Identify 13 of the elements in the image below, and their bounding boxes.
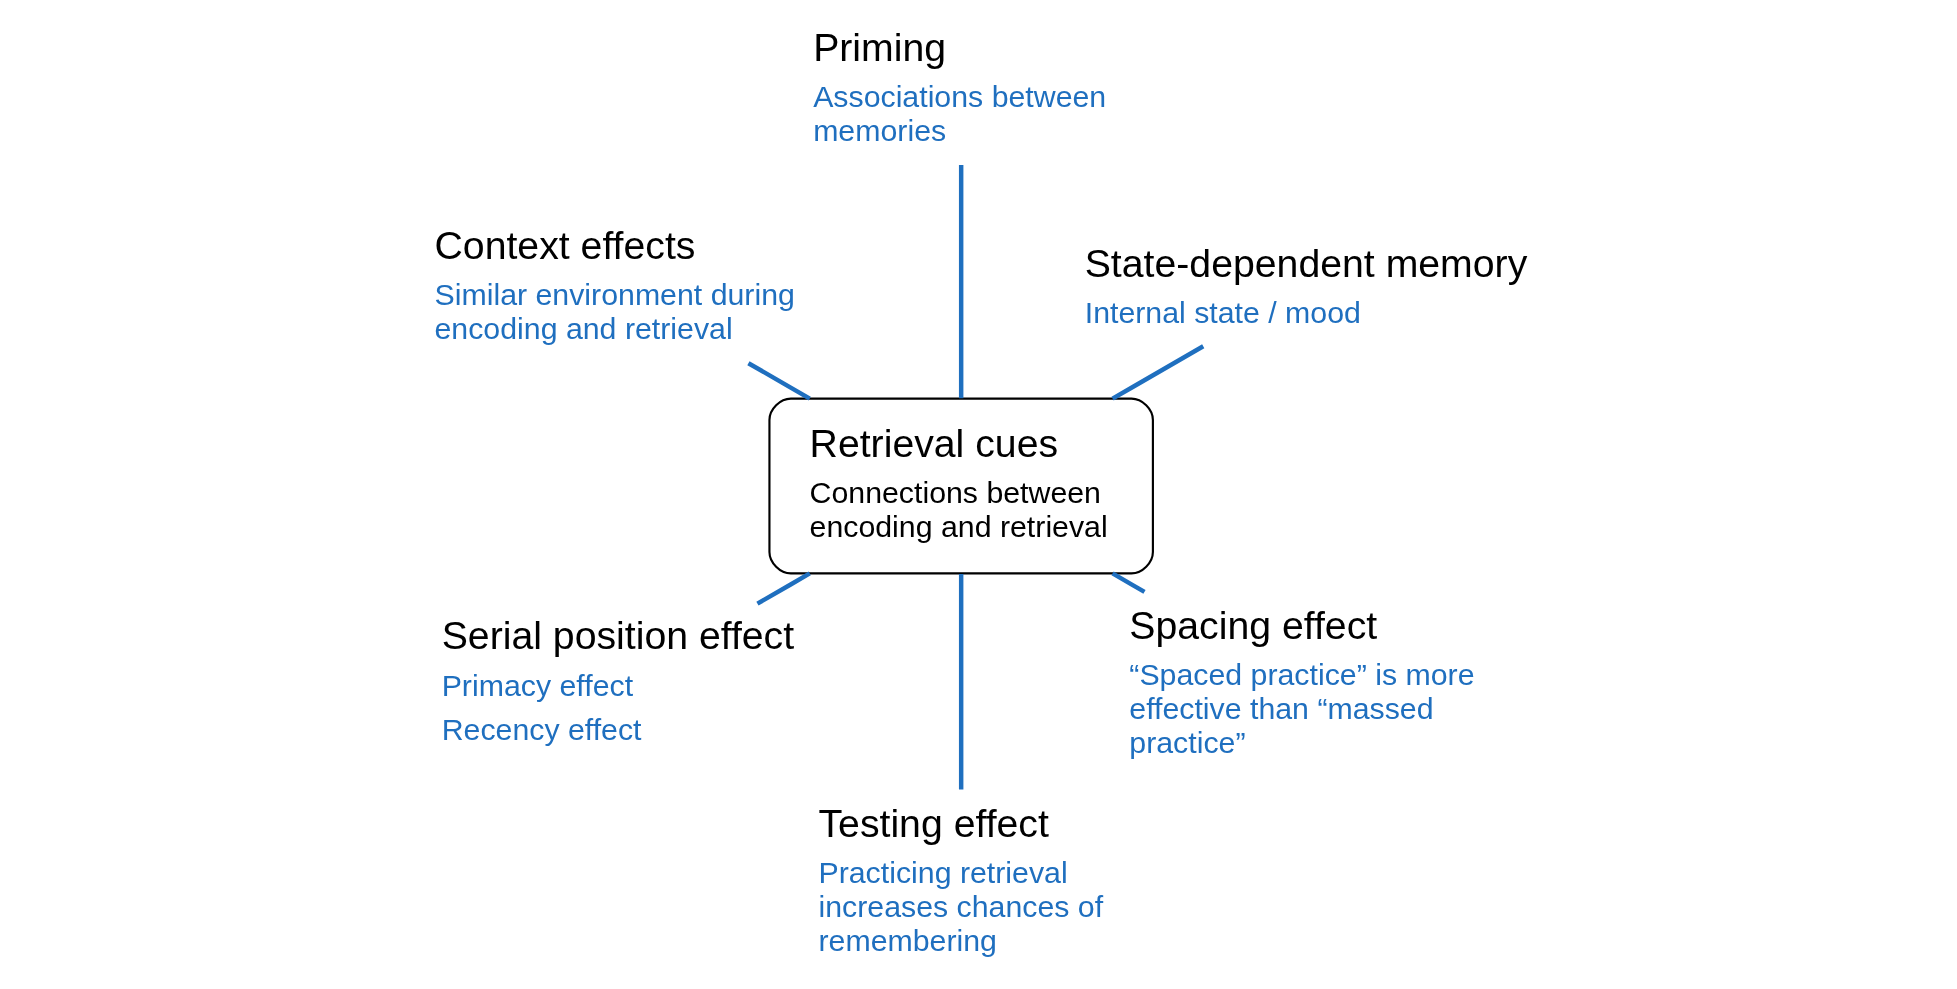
node-text: Serial position effect Primacy effect Recency effect — [441, 613, 794, 747]
connector — [1110, 344, 1204, 401]
connector — [755, 571, 811, 606]
connector — [746, 361, 811, 401]
node-text: Priming Associations between memories — [812, 24, 1106, 148]
connector — [958, 165, 963, 399]
connector — [958, 573, 963, 790]
connector — [1110, 571, 1146, 594]
node-text: State-dependent memory Internal state / mood — [1084, 240, 1527, 329]
node-text: Context effects Similar environment during encoding and retrieval — [434, 222, 795, 346]
node-text: Testing effect Practicing retrieval increases chances of remembering — [817, 800, 1103, 957]
node-text: Spacing effect “Spaced practice” is more effective than “massed practice” — [1128, 602, 1474, 759]
node-box: Retrieval cues Connections between encoding and retrieval — [767, 397, 1154, 575]
